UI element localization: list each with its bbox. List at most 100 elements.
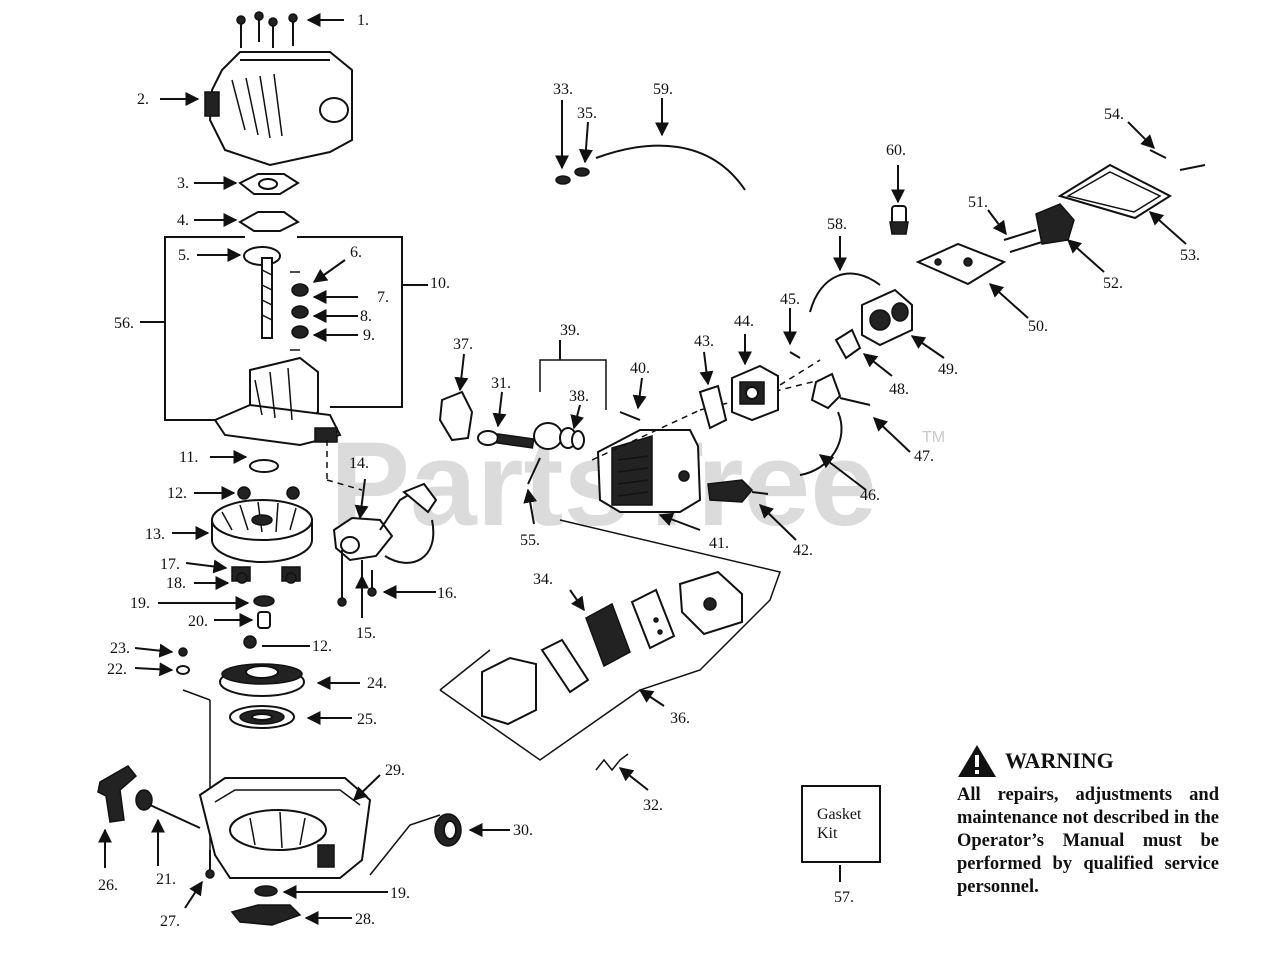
gasket-kit-label: Gasket Kit (817, 806, 862, 842)
primer-bulb (889, 205, 909, 235)
flywheel-nuts (237, 486, 300, 500)
label-44: 44. (734, 313, 754, 330)
starter-handle (97, 765, 153, 823)
label-10: 10. (430, 275, 450, 292)
throttle-assembly (799, 372, 871, 476)
choke-wire (809, 272, 881, 313)
label-12a: 12. (167, 485, 187, 502)
carb-adapter (731, 364, 779, 422)
label-42: 42. (793, 542, 813, 559)
label-18: 18. (166, 575, 186, 592)
label-19b: 19. (390, 885, 410, 902)
starter-pulley (219, 663, 305, 697)
label-15: 15. (356, 625, 376, 642)
label-8: 8. (360, 308, 372, 325)
label-25: 25. (357, 711, 377, 728)
label-12b: 12. (312, 638, 332, 655)
ignition-module (332, 482, 438, 607)
label-43: 43. (694, 333, 714, 350)
warning-triangle-icon (958, 745, 996, 777)
label-1: 1. (357, 12, 369, 29)
crankshaft (243, 246, 281, 339)
label-51: 51. (968, 194, 988, 211)
filter-kit (439, 519, 781, 761)
air-filter (1035, 203, 1075, 245)
watermark-trademark: TM (922, 429, 945, 446)
warning-notice: WARNING All repairs, adjustments and mai… (957, 744, 1219, 899)
warning-title: WARNING (1005, 748, 1114, 773)
label-35: 35. (577, 105, 597, 122)
recoil-spring (229, 705, 295, 729)
label-2: 2. (137, 91, 149, 108)
label-38: 38. (569, 388, 589, 405)
engine-cover (204, 51, 353, 167)
label-29: 29. (385, 762, 405, 779)
label-3: 3. (177, 175, 189, 192)
label-20: 20. (188, 613, 208, 630)
clutch-pawls (231, 566, 301, 584)
leader-lines (98, 13, 1187, 925)
label-17: 17. (160, 556, 180, 573)
label-40: 40. (630, 360, 650, 377)
muffler-gasket (438, 390, 474, 442)
air-filter-base (915, 242, 1007, 286)
intake-gasket (238, 211, 300, 232)
label-45: 45. (780, 291, 800, 308)
fuel-line (595, 144, 746, 191)
label-49: 49. (938, 361, 958, 378)
label-4: 4. (177, 212, 189, 229)
label-57: 57. (834, 889, 854, 906)
label-11: 11. (179, 449, 198, 466)
label-32: 32. (643, 797, 663, 814)
label-19a: 19. (130, 595, 150, 612)
washer (249, 459, 279, 473)
label-7: 7. (377, 289, 389, 306)
label-13: 13. (145, 526, 165, 543)
label-52: 52. (1103, 275, 1123, 292)
label-55: 55. (520, 532, 540, 549)
cylinder (596, 429, 702, 513)
piston (533, 422, 585, 450)
label-56: 56. (114, 315, 134, 332)
throttle-spring (595, 753, 629, 772)
label-58: 58. (827, 216, 847, 233)
cover-screws (236, 11, 298, 48)
starter-rope (149, 804, 201, 829)
label-54: 54. (1104, 106, 1124, 123)
label-39: 39. (560, 322, 580, 339)
label-27: 27. (160, 913, 180, 930)
label-9: 9. (363, 327, 375, 344)
label-47: 47. (914, 448, 934, 465)
label-16: 16. (437, 585, 457, 602)
label-30: 30. (513, 822, 533, 839)
label-28: 28. (355, 911, 375, 928)
label-34: 34. (533, 571, 553, 588)
label-6: 6. (350, 244, 362, 261)
label-48: 48. (889, 381, 909, 398)
label-22: 22. (107, 661, 127, 678)
label-41: 41. (709, 535, 729, 552)
connecting-rod (477, 430, 535, 449)
label-53: 53. (1180, 247, 1200, 264)
label-50: 50. (1028, 318, 1048, 335)
label-24: 24. (367, 675, 387, 692)
warning-body: All repairs, adjustments and maintenance… (957, 785, 1219, 897)
label-46: 46. (860, 487, 880, 504)
flywheel (211, 499, 313, 563)
label-14: 14. (349, 455, 369, 472)
bottom-plate (230, 904, 302, 926)
grommet (434, 813, 462, 847)
label-37: 37. (453, 336, 473, 353)
label-31: 31. (491, 375, 511, 392)
air-filter-cover (1057, 163, 1173, 220)
label-60: 60. (886, 142, 906, 159)
bearing-set (290, 271, 309, 351)
crankcase (213, 356, 363, 491)
label-36: 36. (670, 710, 690, 727)
part-labels: 1. 2. 3. 4. 5. 6. 7. 8. 9. 10. 11. 12. 1… (98, 12, 1200, 930)
label-21: 21. (156, 871, 176, 888)
gasket-kit-box: Gasket Kit (801, 785, 881, 863)
spacer (257, 611, 271, 629)
carb-gasket (698, 384, 728, 430)
